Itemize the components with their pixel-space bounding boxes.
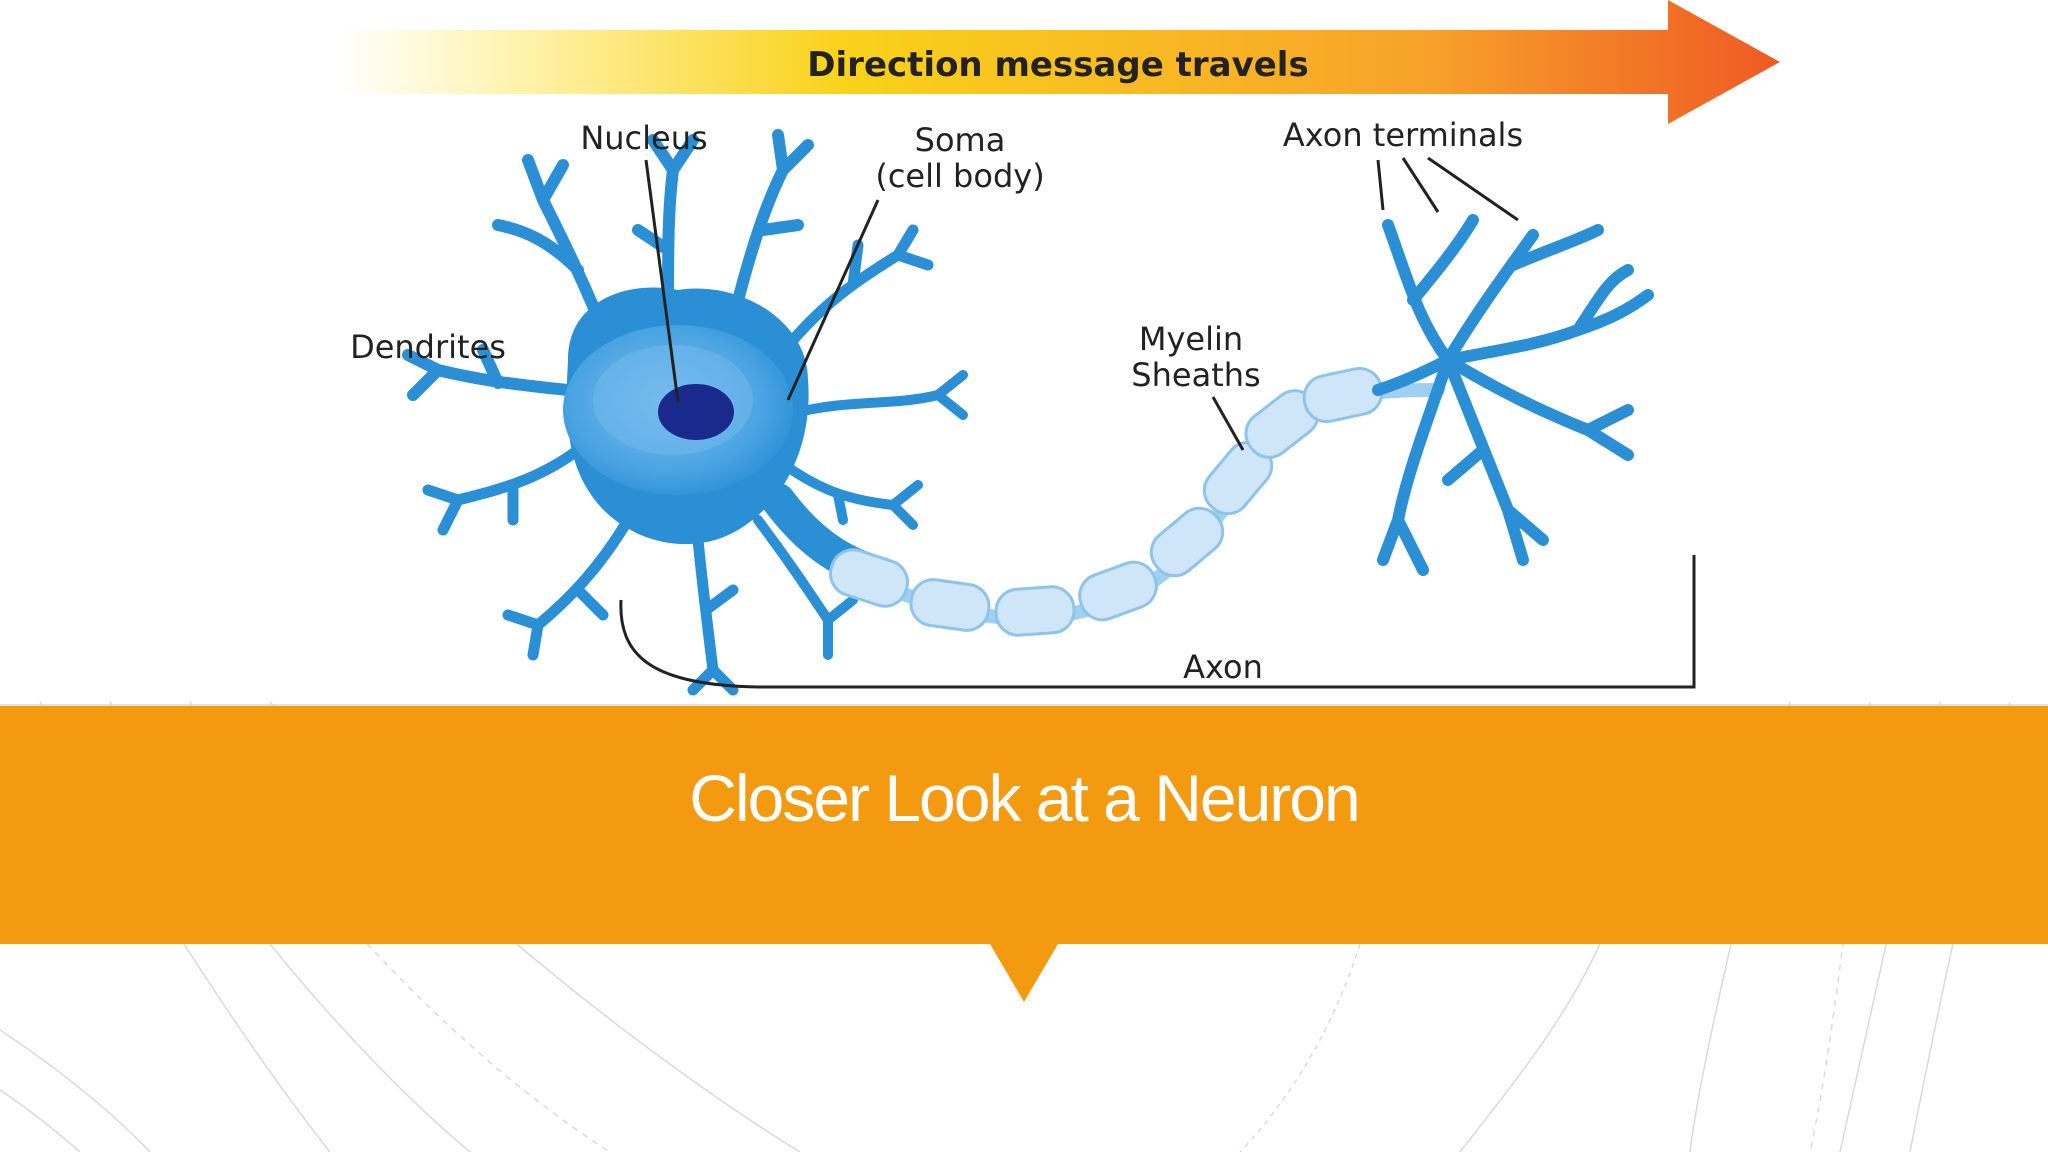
dendrites xyxy=(402,129,968,696)
nucleus xyxy=(658,384,734,440)
axon-terminals-label: Axon terminals xyxy=(1283,116,1523,154)
soma-label-line2: (cell body) xyxy=(875,157,1044,195)
myelin-label-line2: Sheaths xyxy=(1131,356,1260,394)
slide-title: Closer Look at a Neuron xyxy=(689,761,1360,835)
myelin-label-line1: Myelin xyxy=(1139,320,1243,358)
neuron-figure-panel: Direction message travels xyxy=(338,0,1780,702)
leader-lines xyxy=(619,156,1696,689)
soma-label-line1: Soma xyxy=(915,121,1006,159)
direction-label: Direction message travels xyxy=(807,45,1308,85)
title-band-pointer xyxy=(990,944,1058,1002)
axon-label: Axon xyxy=(1183,648,1263,686)
myelin-sheaths xyxy=(829,366,1384,637)
axon-terminals xyxy=(1372,214,1654,576)
direction-arrow xyxy=(338,0,1780,124)
dendrites-label: Dendrites xyxy=(350,328,506,366)
nucleus-label: Nucleus xyxy=(580,119,707,157)
title-band xyxy=(0,706,2048,944)
neuron-diagram: Direction message travels xyxy=(338,0,1780,696)
